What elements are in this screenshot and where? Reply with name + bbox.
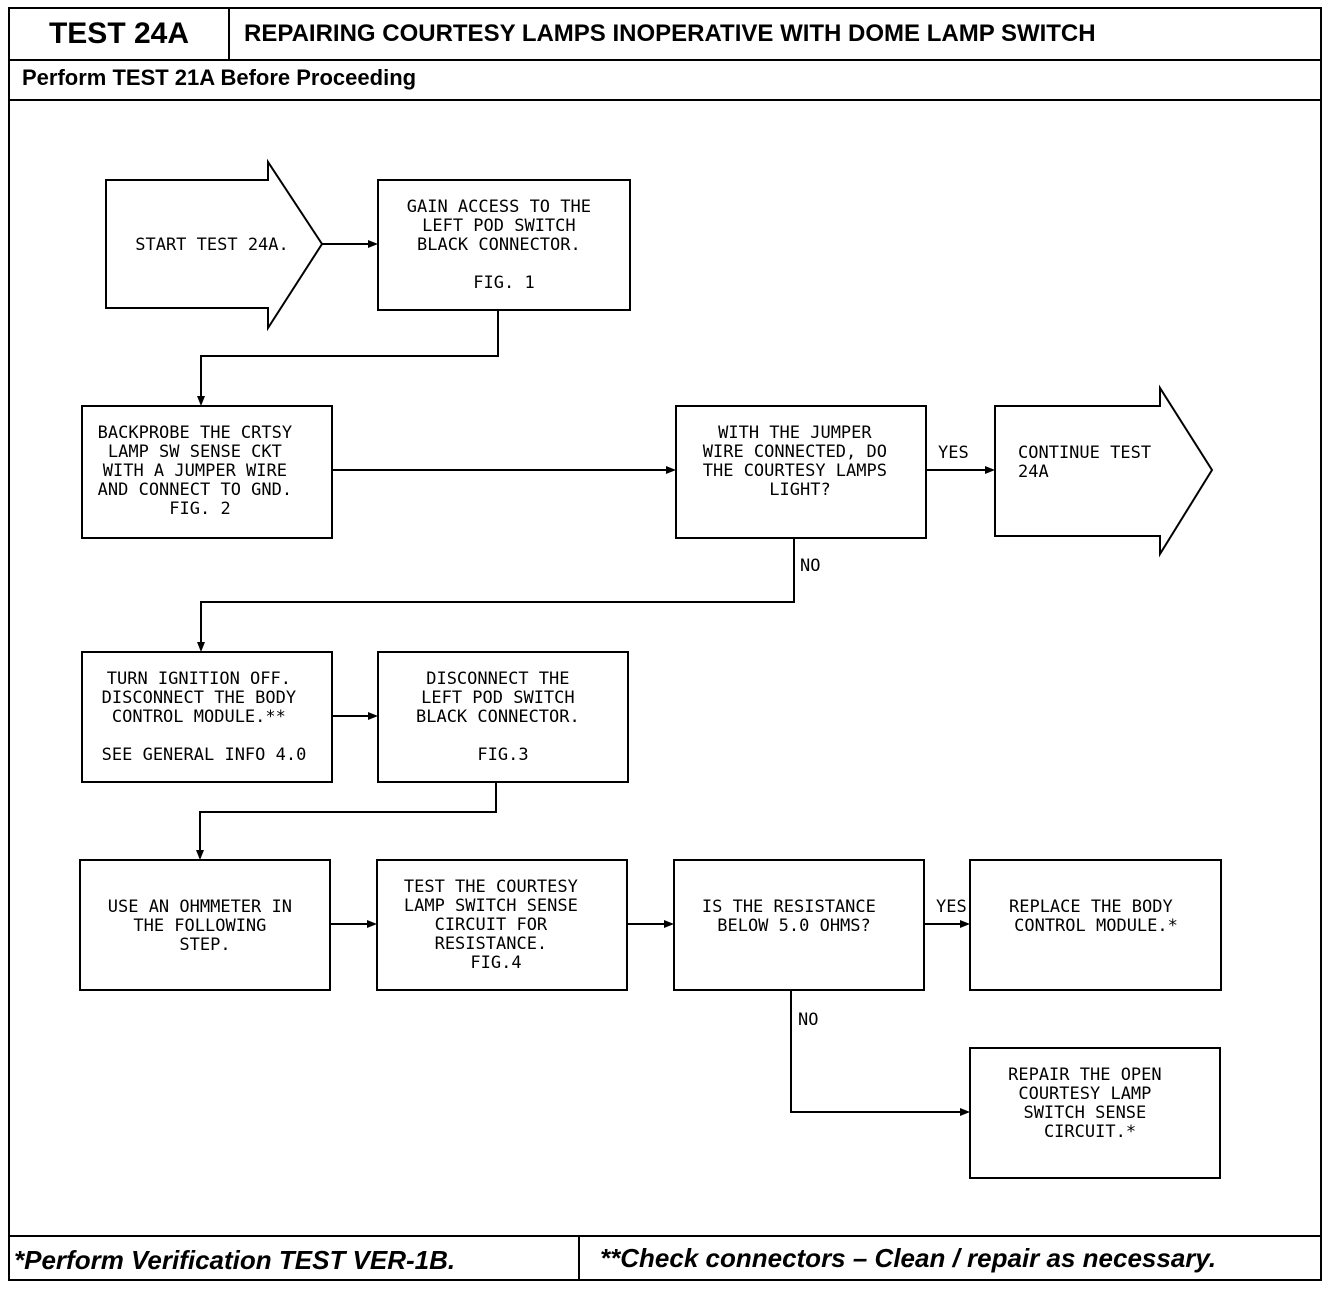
step-access-text: GAIN ACCESS TO THE LEFT POD SWITCH BLACK… — [407, 197, 601, 293]
arrowhead — [367, 920, 377, 928]
result-replace-text: REPLACE THE BODY CONTROL MODULE.* — [1009, 897, 1183, 936]
arrowhead — [960, 920, 970, 928]
decision-jumper-box — [675, 405, 927, 539]
arrowhead — [197, 642, 205, 652]
yes-label-2: YES — [936, 897, 967, 917]
decision-jumper-text: WITH THE JUMPER WIRE CONNECTED, DO THE C… — [703, 423, 897, 500]
result-replace-box — [969, 859, 1222, 991]
connector-no-to-repair — [790, 990, 962, 1113]
footer-connector-note: **Check connectors – Clean / repair as n… — [600, 1243, 1217, 1273]
test-title: REPAIRING COURTESY LAMPS INOPERATIVE WIT… — [244, 20, 1096, 47]
arrowhead — [368, 240, 378, 248]
arrowhead — [196, 850, 204, 860]
connector-no-to-ignition — [200, 538, 795, 644]
start-label: START TEST 24A. — [135, 235, 289, 255]
step-access-box — [377, 179, 631, 311]
footer-verification-note: *Perform Verification TEST VER-1B. — [14, 1245, 456, 1275]
step-ignition-text: TURN IGNITION OFF. DISCONNECT THE BODY C… — [102, 669, 307, 765]
result-repair-box — [969, 1047, 1221, 1179]
arrowhead — [960, 1108, 970, 1116]
arrowhead — [368, 712, 378, 720]
arrowhead — [197, 396, 205, 406]
step-ohmmeter-text: USE AN OHMMETER IN THE FOLLOWING STEP. — [108, 897, 302, 955]
arrowhead — [985, 466, 995, 474]
step-backprobe-text: BACKPROBE THE CRTSY LAMP SW SENSE CKT WI… — [98, 423, 303, 519]
decision-resistance-box — [673, 859, 925, 991]
step-backprobe-box — [81, 405, 333, 539]
prerequisite-note: Perform TEST 21A Before Proceeding — [22, 65, 417, 90]
step-test-circuit-box — [376, 859, 628, 991]
header-divider — [10, 59, 1320, 61]
decision-resistance-text: IS THE RESISTANCE BELOW 5.0 OHMS? — [702, 897, 886, 936]
arrowhead — [666, 466, 676, 474]
step-disconnect-box — [377, 651, 629, 783]
footer-column-divider — [578, 1235, 580, 1279]
result-repair-text: REPAIR THE OPEN COURTESY LAMP SWITCH SEN… — [1008, 1065, 1172, 1142]
step-test-circuit-text: TEST THE COURTESY LAMP SWITCH SENSE CIRC… — [404, 877, 588, 973]
yes-label-1: YES — [938, 443, 969, 463]
step-ignition-box — [81, 651, 333, 783]
connector-disconnect-to-ohmmeter — [199, 782, 497, 852]
test-id: TEST 24A — [10, 9, 230, 59]
step-ohmmeter-box — [79, 859, 331, 991]
no-label-2: NO — [798, 1010, 818, 1030]
connector-access-to-backprobe — [200, 310, 499, 398]
no-label-1: NO — [800, 556, 820, 576]
footer-divider — [10, 1235, 1320, 1237]
continue-arrow-shape — [994, 384, 1214, 558]
start-arrow-shape — [105, 158, 324, 332]
continue-label: CONTINUE TEST 24A — [1018, 443, 1161, 482]
arrowhead — [664, 920, 674, 928]
step-disconnect-text: DISCONNECT THE LEFT POD SWITCH BLACK CON… — [416, 669, 590, 765]
header-divider-2 — [10, 99, 1320, 101]
